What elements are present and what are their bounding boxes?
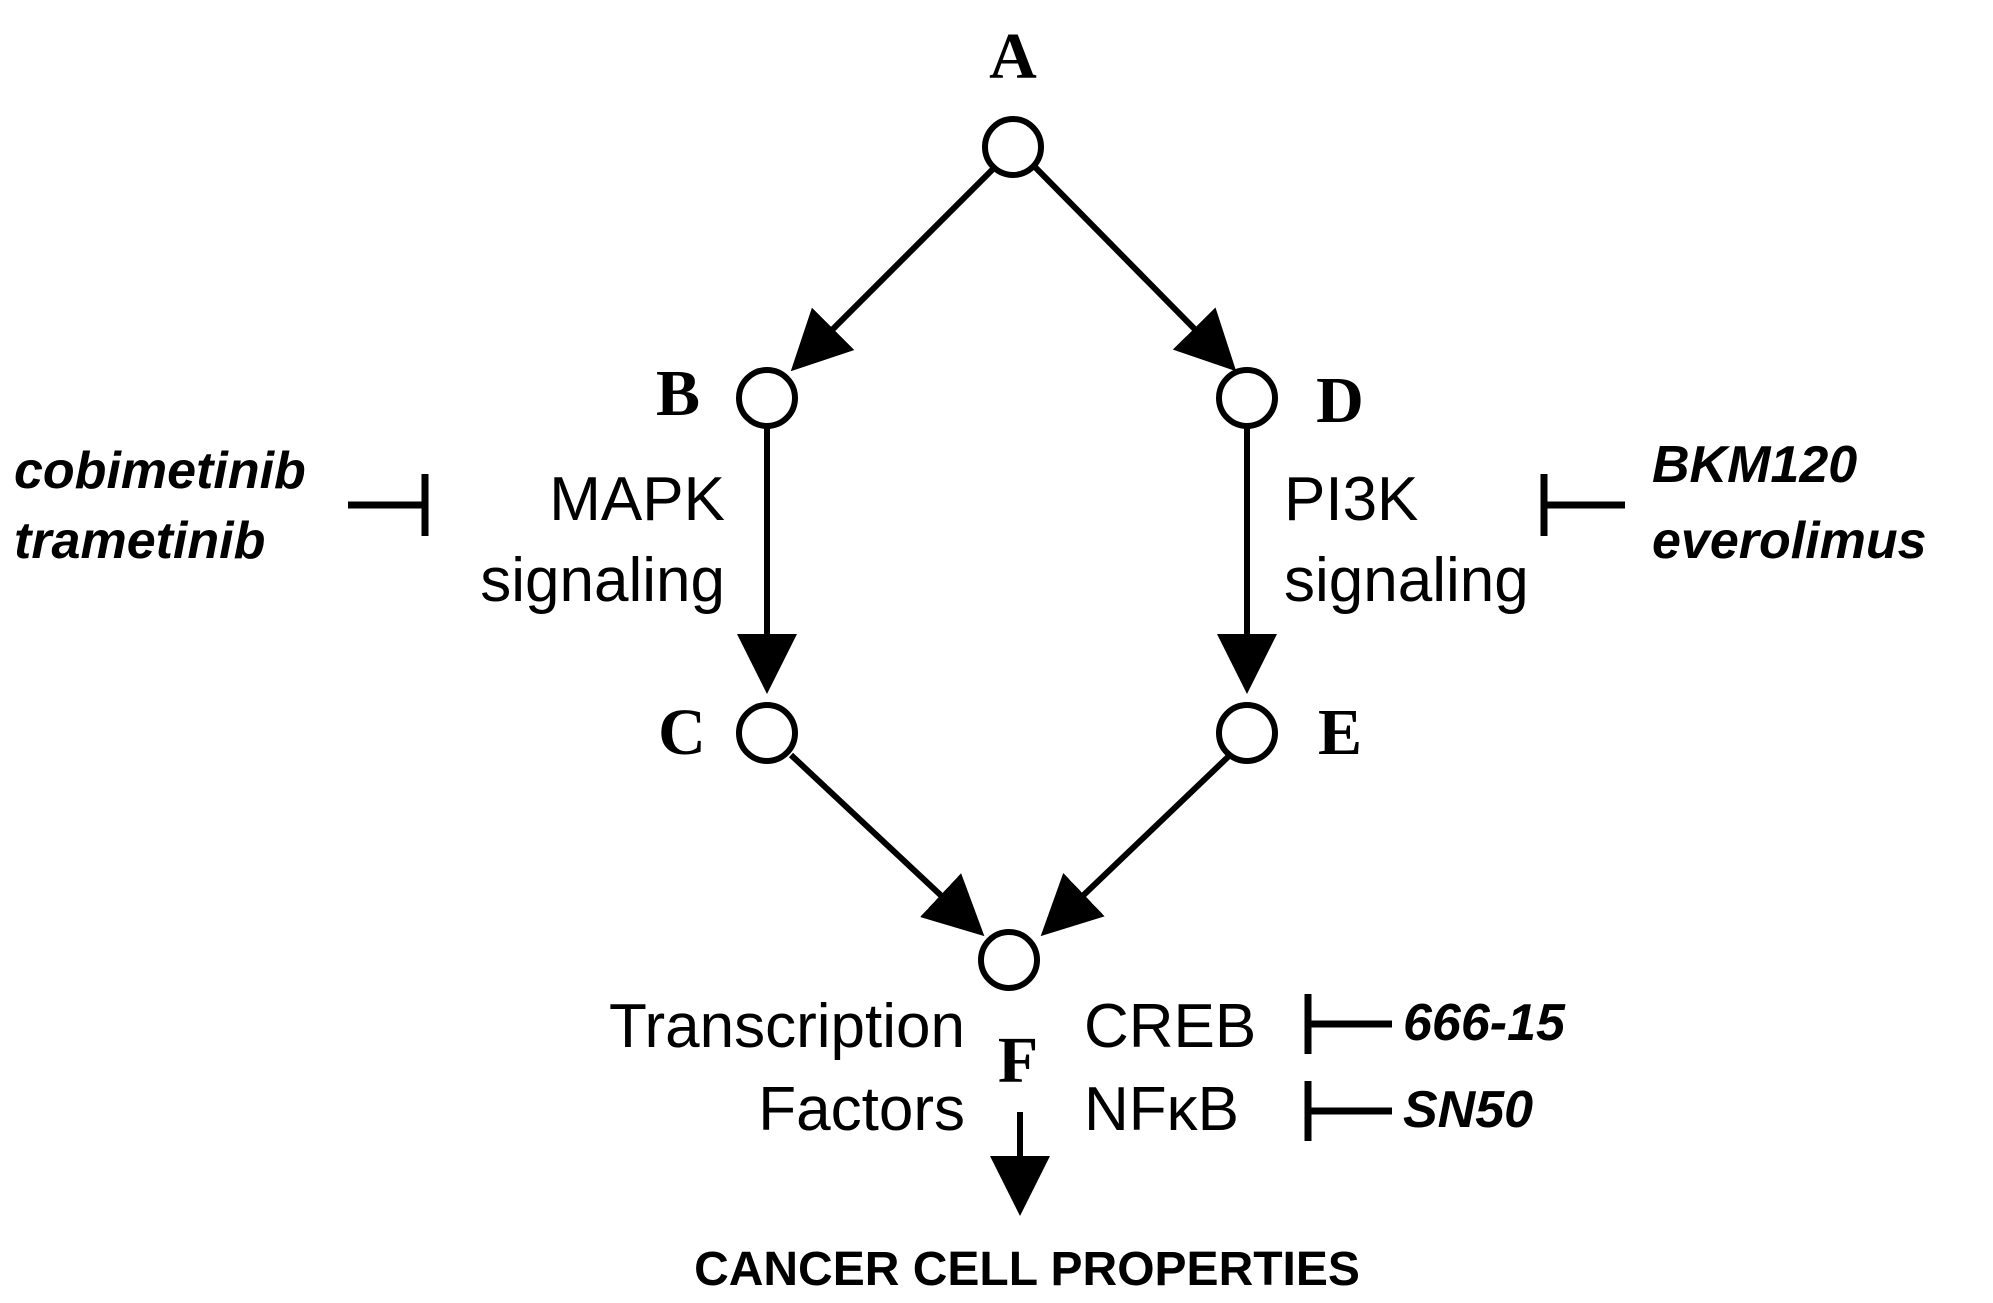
node-c-label: C xyxy=(658,696,706,769)
drug-sn50: SN50 xyxy=(1403,1081,1533,1139)
pi3k-label-line1: PI3K xyxy=(1284,465,1418,534)
inhibitor-bar-creb xyxy=(1304,994,1392,1054)
drug-trametinib: trametinib xyxy=(14,512,265,570)
transcription-factors-line2: Factors xyxy=(758,1075,965,1144)
node-f-label: F xyxy=(998,1024,1038,1097)
node-e xyxy=(1216,702,1278,764)
edge-e-to-f xyxy=(1040,752,1233,937)
node-a xyxy=(982,116,1044,178)
node-f xyxy=(978,929,1040,991)
node-e-label: E xyxy=(1318,696,1362,769)
pi3k-label-line2: signaling xyxy=(1284,546,1529,615)
node-a-label: A xyxy=(989,20,1037,93)
outcome-label: CANCER CELL PROPERTIES xyxy=(694,1243,1360,1296)
edges xyxy=(737,162,1277,1216)
inhibitor-bar-pi3k xyxy=(1540,474,1625,536)
drug-666-15: 666-15 xyxy=(1403,994,1566,1052)
mapk-label-line1: MAPK xyxy=(549,465,725,534)
drug-everolimus: everolimus xyxy=(1652,512,1927,570)
creb-label: CREB xyxy=(1084,992,1256,1061)
inhibition-bars xyxy=(348,474,1625,1141)
node-b xyxy=(736,367,798,429)
transcription-factors-line1: Transcription xyxy=(609,992,965,1061)
nfkb-label: NFκB xyxy=(1084,1075,1239,1144)
inhibitor-bar-mapk xyxy=(348,474,429,536)
edge-a-to-d xyxy=(1030,162,1237,372)
node-d xyxy=(1216,367,1278,429)
drug-bkm120: BKM120 xyxy=(1652,436,1857,494)
edge-a-to-b xyxy=(790,162,1000,372)
inhibitor-bar-nfkb xyxy=(1304,1081,1392,1141)
nodes xyxy=(736,116,1278,991)
node-d-label: D xyxy=(1316,364,1364,437)
drug-cobimetinib: cobimetinib xyxy=(14,442,306,500)
node-b-label: B xyxy=(656,357,700,430)
mapk-label-line2: signaling xyxy=(480,546,725,615)
node-c xyxy=(736,702,798,764)
edge-c-to-f xyxy=(788,752,985,937)
